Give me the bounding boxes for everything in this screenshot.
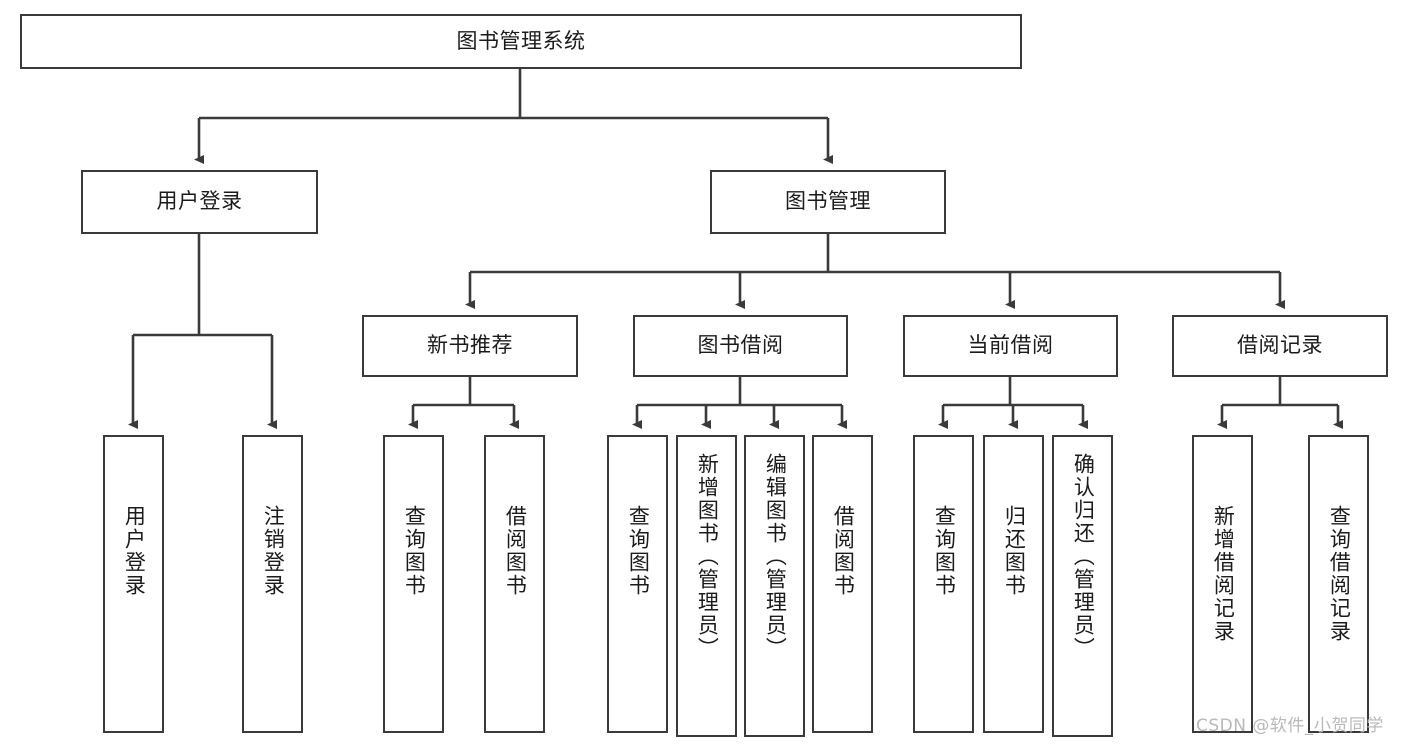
node-label: 查询图书 [402, 505, 427, 597]
node-current-borrow[interactable]: 当前借阅 [903, 315, 1118, 377]
node-label: 新书推荐 [427, 333, 513, 358]
node-new-book-recommend[interactable]: 新书推荐 [362, 315, 578, 377]
node-label: 图书管理系统 [456, 28, 586, 53]
node-label: 借阅记录 [1237, 333, 1323, 358]
leaf-record-add-record[interactable]: 新增借阅记录 [1192, 435, 1253, 733]
node-borrow-record[interactable]: 借阅记录 [1172, 315, 1388, 377]
node-label: 当前借阅 [967, 333, 1054, 358]
node-label: 查询图书 [932, 505, 957, 597]
leaf-user-login-logout[interactable]: 注销登录 [242, 435, 303, 733]
leaf-current-query-book[interactable]: 查询图书 [913, 435, 974, 733]
node-book-management[interactable]: 图书管理 [710, 170, 946, 234]
leaf-borrow-add-book-admin[interactable]: 新增图书（管理员） [676, 435, 737, 737]
node-label: 借阅图书 [503, 505, 528, 597]
node-label: 用户登录 [156, 189, 243, 214]
leaf-current-return-book[interactable]: 归还图书 [983, 435, 1044, 733]
node-label: 借阅图书 [831, 505, 856, 597]
node-label: 归还图书 [1002, 505, 1027, 597]
leaf-record-query-record[interactable]: 查询借阅记录 [1308, 435, 1369, 733]
leaf-current-confirm-return-admin[interactable]: 确认归还（管理员） [1052, 435, 1113, 737]
watermark-text: CSDN @软件_小贺同学 [1196, 716, 1384, 736]
node-label: 注销登录 [261, 505, 286, 597]
node-root-system[interactable]: 图书管理系统 [20, 14, 1022, 69]
node-label: 查询图书 [626, 505, 651, 597]
node-label: 新增图书（管理员） [695, 453, 720, 660]
node-label: 用户登录 [122, 505, 147, 597]
node-label: 查询借阅记录 [1327, 505, 1352, 643]
node-label: 新增借阅记录 [1211, 505, 1236, 643]
leaf-recommend-query-book[interactable]: 查询图书 [383, 435, 444, 733]
node-label: 图书管理 [785, 189, 871, 214]
node-label: 确认归还（管理员） [1071, 453, 1096, 660]
leaf-recommend-borrow-book[interactable]: 借阅图书 [484, 435, 545, 733]
node-label: 图书借阅 [697, 333, 784, 358]
leaf-borrow-query-book[interactable]: 查询图书 [607, 435, 668, 733]
node-book-borrow[interactable]: 图书借阅 [633, 315, 848, 377]
leaf-user-login-login[interactable]: 用户登录 [103, 435, 164, 733]
leaf-borrow-edit-book-admin[interactable]: 编辑图书（管理员） [744, 435, 805, 737]
node-user-login[interactable]: 用户登录 [81, 170, 318, 234]
node-label: 编辑图书（管理员） [763, 453, 788, 660]
leaf-borrow-borrow-book[interactable]: 借阅图书 [812, 435, 873, 733]
